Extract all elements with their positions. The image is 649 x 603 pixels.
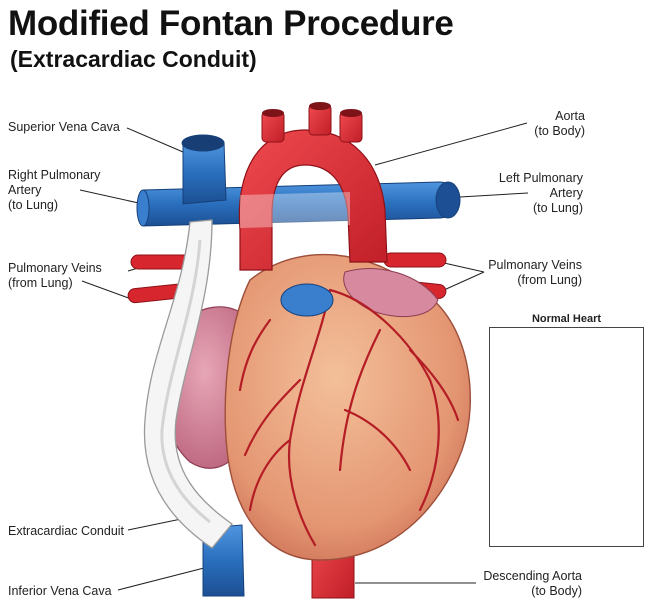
right-pulmonary-artery-end xyxy=(136,189,150,227)
aortic-branches xyxy=(261,104,363,143)
leader-lines xyxy=(79,122,529,591)
aorta-overlap-shade xyxy=(240,192,350,228)
label-inferior-vena-cava: Inferior Vena Cava xyxy=(8,584,112,598)
coronary-arteries xyxy=(238,288,460,547)
diagram-title: Modified Fontan Procedure xyxy=(8,4,454,43)
label-right-pulmonary-artery: Right Pulmonary Artery (to Lung) xyxy=(8,168,101,212)
pulmonary-stump xyxy=(280,283,334,317)
aortic-arch xyxy=(238,129,388,271)
label-pulmonary-veins-left: Pulmonary Veins (from Lung) xyxy=(8,261,102,290)
normal-heart-frame xyxy=(489,327,644,547)
label-extracardiac-conduit: Extracardiac Conduit xyxy=(8,524,125,538)
label-descending-aorta: Descending Aorta (to Body) xyxy=(483,569,582,598)
left-atrium xyxy=(343,268,439,318)
left-pulmonary-artery-end xyxy=(435,181,461,219)
inset-title: Normal Heart xyxy=(531,313,602,325)
aortic-branch-openings xyxy=(262,102,362,117)
svc-opening xyxy=(181,134,225,152)
label-left-pulmonary-artery: Left Pulmonary Artery (to Lung) xyxy=(498,171,583,215)
label-pulmonary-veins-right: Pulmonary Veins (from Lung) xyxy=(488,258,582,287)
diagram-subtitle: (Extracardiac Conduit) xyxy=(10,46,257,72)
conduit-shading xyxy=(160,239,211,524)
label-aorta: Aorta (to Body) xyxy=(534,109,585,138)
label-superior-vena-cava: Superior Vena Cava xyxy=(8,120,120,134)
